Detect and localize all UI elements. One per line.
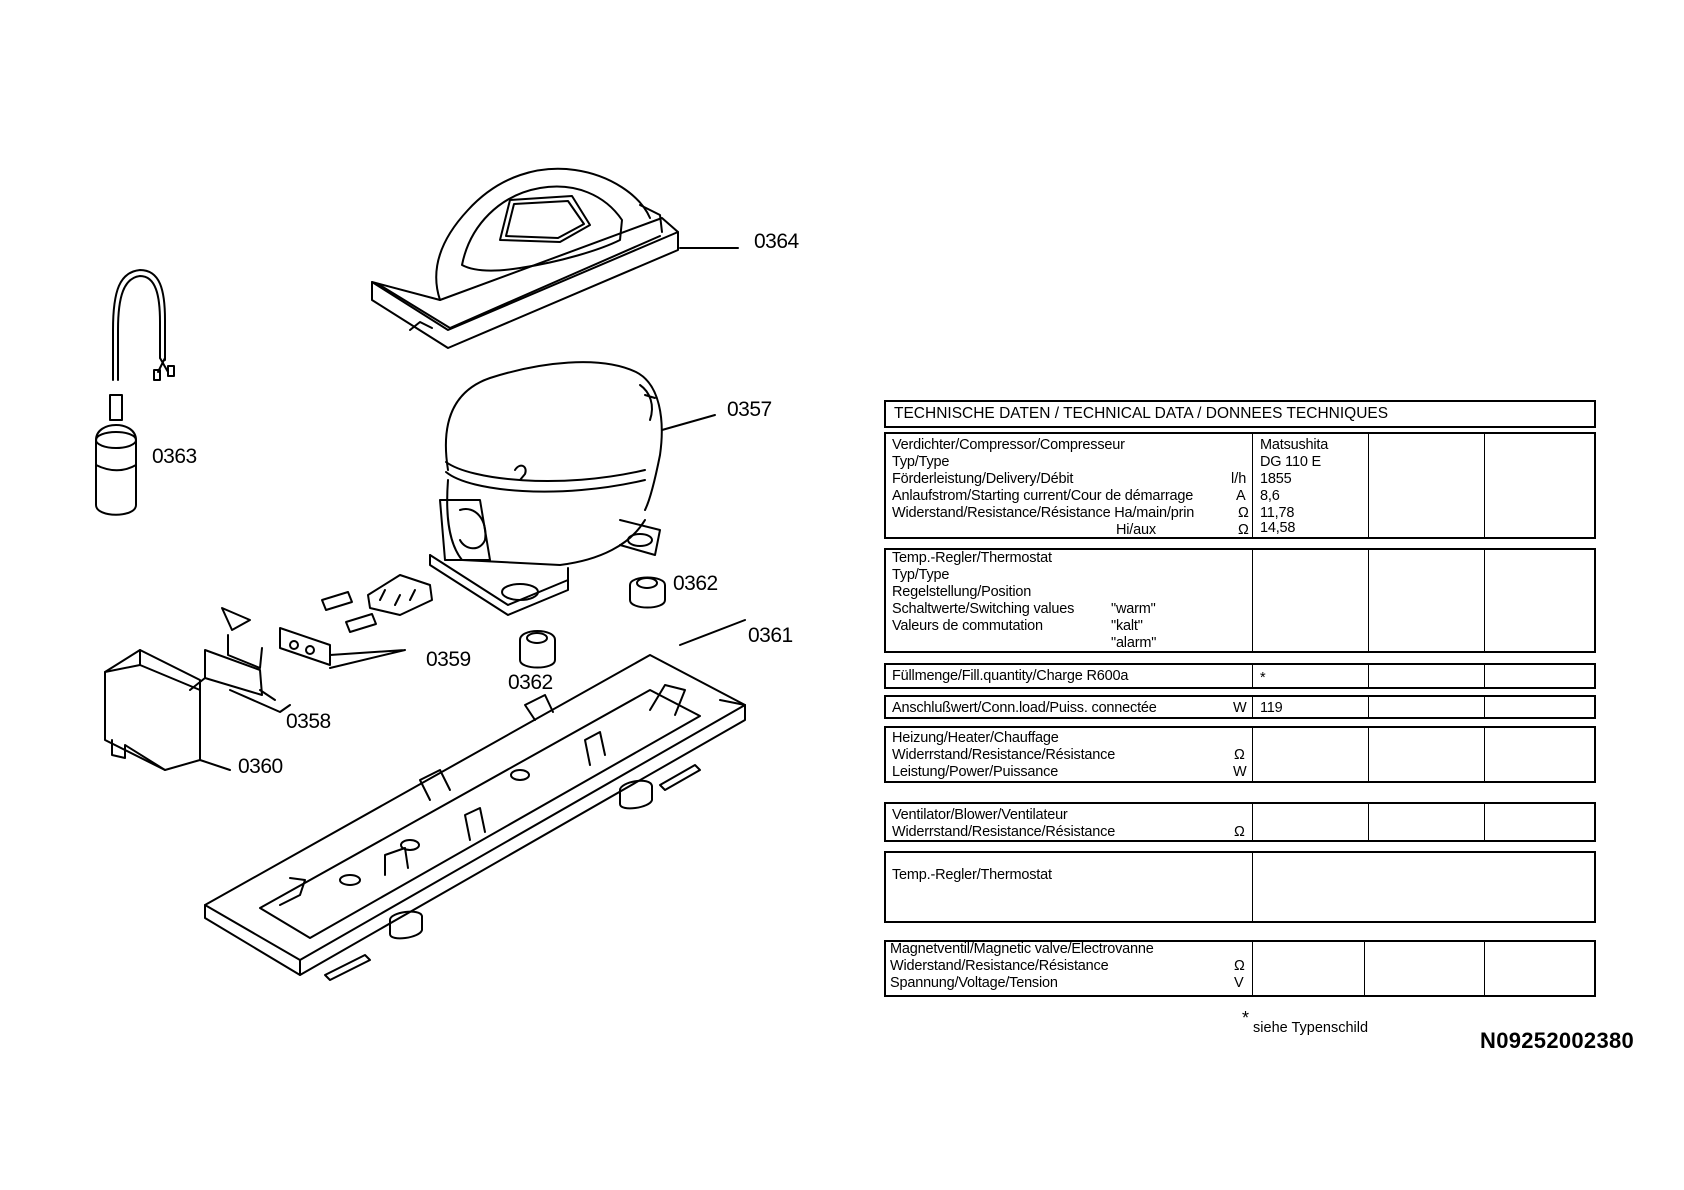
document-number: N09252002380 <box>1480 1028 1635 1053</box>
compressor-unit: Ω <box>1238 505 1249 521</box>
valve-line: Widerstand/Resistance/Résistance <box>890 958 1109 974</box>
fill-quantity-value: * <box>1260 670 1266 686</box>
blower-line: Ventilator/Blower/Ventilateur <box>892 807 1068 823</box>
valve-unit: V <box>1234 975 1244 991</box>
thermostat-line: Typ/Type <box>892 567 950 583</box>
part-label-0364: 0364 <box>754 230 799 253</box>
thermostat-block: Temp.-Regler/Thermostat Typ/Type Regelst… <box>884 548 1596 653</box>
exploded-parts-diagram <box>95 167 746 981</box>
compressor-line: Anlaufstrom/Starting current/Cour de dém… <box>892 488 1194 504</box>
heater-unit: Ω <box>1234 747 1245 763</box>
compressor-line: Widerstand/Resistance/Résistance Ha/main… <box>892 505 1195 521</box>
compressor-unit: l/h <box>1231 471 1247 487</box>
tech-header: TECHNISCHE DATEN / TECHNICAL DATA / DONN… <box>884 400 1596 428</box>
relay-0358 <box>189 607 291 713</box>
compressor-line: Hi/aux <box>1116 522 1156 538</box>
heater-line: Heizung/Heater/Chauffage <box>892 730 1059 746</box>
part-label-0357: 0357 <box>727 398 772 421</box>
capacitor-0363 <box>95 269 175 516</box>
thermostat2-label: Temp.-Regler/Thermostat <box>892 867 1052 883</box>
connected-load-row: Anschlußwert/Conn.load/Puiss. connectée … <box>884 695 1596 719</box>
footnote-text: siehe Typenschild <box>1253 1020 1369 1036</box>
valve-unit: Ω <box>1234 958 1245 974</box>
grommet-0362-b <box>519 630 556 669</box>
clips-0359 <box>279 574 433 669</box>
compressor-line: Förderleistung/Delivery/Débit <box>892 471 1074 487</box>
thermostat-line: Regelstellung/Position <box>892 584 1032 600</box>
valve-block: Magnetventil/Magnetic valve/Electrovanne… <box>884 940 1596 997</box>
part-label-0358: 0358 <box>286 710 331 733</box>
connected-load-value: 119 <box>1260 700 1283 716</box>
heater-line: Leistung/Power/Puissance <box>892 764 1059 780</box>
switch-term: "warm" <box>1111 601 1156 617</box>
fill-quantity-row: Füllmenge/Fill.quantity/Charge R600a * <box>884 663 1596 689</box>
compressor-value: DG 110 E <box>1260 454 1321 470</box>
valve-line: Spannung/Voltage/Tension <box>890 975 1058 991</box>
relay-cover-0360 <box>104 649 231 771</box>
compressor-unit: Ω <box>1238 522 1249 538</box>
compressor-block: Verdichter/Compressor/Compresseur Typ/Ty… <box>884 432 1596 539</box>
technical-data-table: TECHNISCHE DATEN / TECHNICAL DATA / DONN… <box>884 400 1596 1050</box>
compressor-unit: A <box>1236 488 1246 504</box>
footnote: * siehe Typenschild <box>1242 1008 1369 1037</box>
compressor-value: 14,58 <box>1260 520 1296 536</box>
connected-load-unit: W <box>1233 700 1247 716</box>
tech-header-title: TECHNISCHE DATEN / TECHNICAL DATA / DONN… <box>894 405 1389 422</box>
compressor-value: 8,6 <box>1260 488 1280 504</box>
cover-0364 <box>371 167 739 349</box>
compressor-value: Matsushita <box>1260 437 1329 453</box>
compressor-line: Typ/Type <box>892 454 950 470</box>
grommet-0362-a <box>629 576 666 609</box>
part-label-0362-b: 0362 <box>508 671 553 694</box>
blower-line: Widerrstand/Resistance/Résistance <box>892 824 1116 840</box>
thermostat-line: Temp.-Regler/Thermostat <box>892 550 1052 566</box>
footnote-star: * <box>1242 1008 1250 1028</box>
thermostat-line: Schaltwerte/Switching values <box>892 601 1075 617</box>
valve-line: Magnetventil/Magnetic valve/Electrovanne <box>890 941 1154 957</box>
compressor-value: 11,78 <box>1260 505 1295 521</box>
heater-block: Heizung/Heater/Chauffage Widerrstand/Res… <box>884 726 1596 783</box>
part-label-0362-a: 0362 <box>673 572 718 595</box>
connected-load-label: Anschlußwert/Conn.load/Puiss. connectée <box>892 700 1157 716</box>
part-label-0359: 0359 <box>426 648 471 671</box>
blower-unit: Ω <box>1234 824 1245 840</box>
heater-unit: W <box>1233 764 1247 780</box>
base-plate-0361 <box>204 619 746 981</box>
blower-block: Ventilator/Blower/Ventilateur Widerrstan… <box>884 802 1596 842</box>
fill-quantity-label: Füllmenge/Fill.quantity/Charge R600a <box>892 668 1129 684</box>
compressor-line: Verdichter/Compressor/Compresseur <box>892 437 1125 453</box>
thermostat2-block: Temp.-Regler/Thermostat <box>884 851 1596 923</box>
switch-term: "alarm" <box>1111 635 1157 651</box>
switch-term: "kalt" <box>1111 618 1143 634</box>
compressor-0357 <box>429 361 716 616</box>
part-label-0363: 0363 <box>152 445 197 468</box>
heater-line: Widerrstand/Resistance/Résistance <box>892 747 1116 763</box>
thermostat-line: Valeurs de commutation <box>892 618 1043 634</box>
part-label-0360: 0360 <box>238 755 283 778</box>
part-label-0361: 0361 <box>748 624 793 647</box>
compressor-value: 1855 <box>1260 471 1292 487</box>
